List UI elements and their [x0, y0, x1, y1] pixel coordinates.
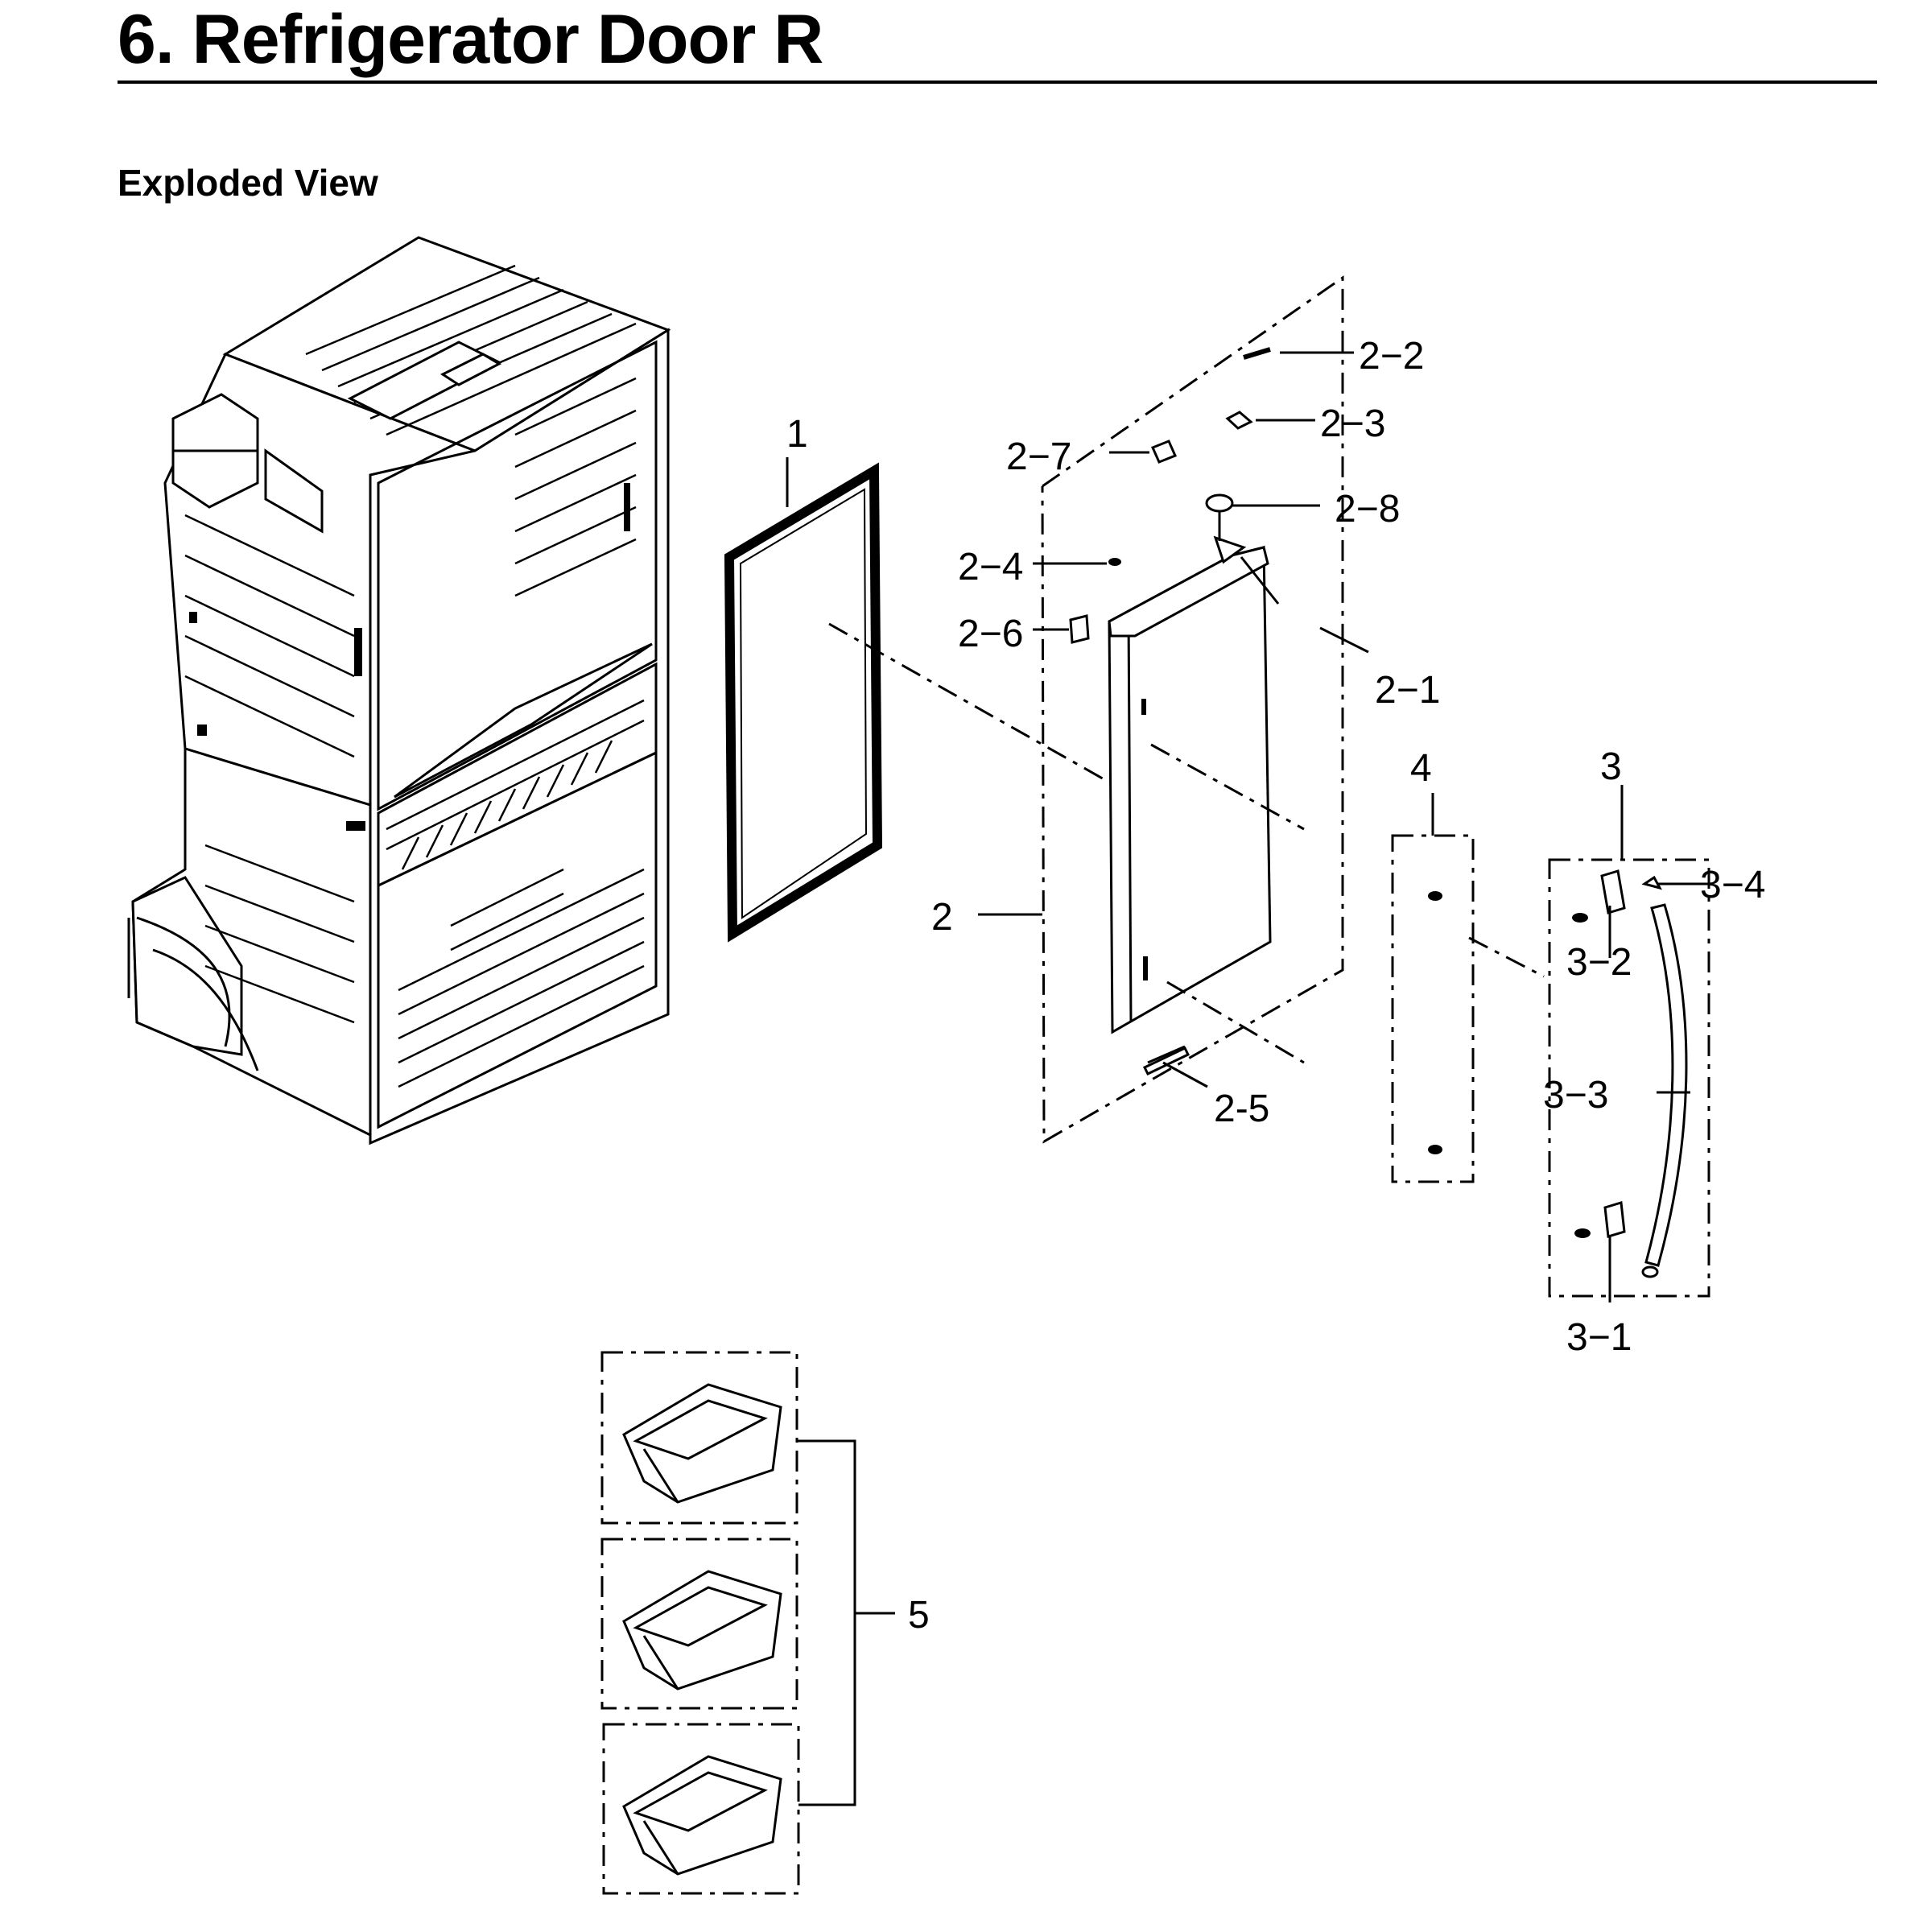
part-5-door-bins [600, 1351, 895, 1895]
callout-2-4: 2−4 [958, 546, 1023, 588]
callout-2: 2 [931, 896, 953, 939]
callout-4: 4 [1410, 747, 1432, 790]
callout-2-3: 2−3 [1320, 402, 1385, 445]
callout-5: 5 [908, 1594, 930, 1637]
part-4-panel [1391, 793, 1475, 1183]
callout-2-8: 2−8 [1335, 488, 1400, 530]
refrigerator-cabinet [127, 236, 671, 1146]
title-underline [118, 80, 1877, 84]
callout-3-4: 3−4 [1700, 864, 1765, 906]
callout-2-1: 2−1 [1375, 669, 1440, 712]
callout-2-2: 2−2 [1359, 335, 1424, 378]
callout-2-7: 2−7 [1006, 436, 1071, 478]
assembly-alignment-lines [786, 457, 1545, 1064]
part-3-handle-group [1548, 785, 1710, 1302]
callout-3-1: 3−1 [1566, 1316, 1632, 1359]
callout-2-5: 2-5 [1214, 1088, 1269, 1130]
callout-3-3: 3−3 [1543, 1074, 1608, 1117]
callout-2-6: 2−6 [958, 613, 1023, 655]
callout-1: 1 [786, 413, 808, 456]
callout-3-2: 3−2 [1566, 941, 1632, 984]
part-door-group [978, 275, 1369, 1144]
section-subtitle: Exploded View [118, 162, 378, 204]
page-title: 6. Refrigerator Door R [118, 1, 823, 78]
callout-3: 3 [1600, 745, 1622, 788]
part-gasket [724, 462, 883, 943]
